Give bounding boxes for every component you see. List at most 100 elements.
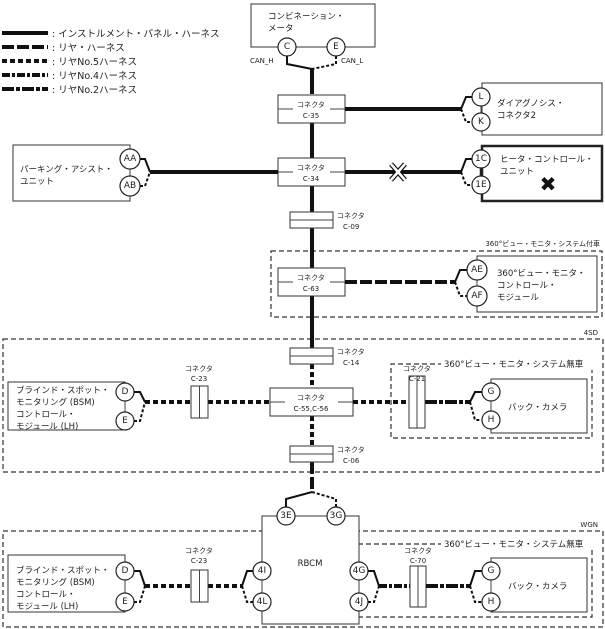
back-camera-4sd <box>490 378 588 434</box>
can-l-label: CAN_L <box>341 57 363 65</box>
meter-label-1: コンビネーション・ <box>268 12 344 22</box>
svg-text:コネクタ: コネクタ <box>185 364 213 373</box>
svg-text:コネクタ: コネクタ <box>185 546 213 555</box>
parking-pin-aa <box>119 148 141 170</box>
meter-pin-c <box>277 37 297 57</box>
svg-text:C-23: C-23 <box>191 557 207 565</box>
meter-label-2: メータ <box>268 24 294 34</box>
parking-assist-unit <box>12 144 131 202</box>
diag-label-2: コネクタ2 <box>497 111 536 121</box>
svg-text:C-21: C-21 <box>409 375 425 383</box>
connector-c09: コネクタ C-09 <box>289 211 365 231</box>
avm-label-2: コントロール・ <box>497 281 557 291</box>
svg-text:4J: 4J <box>355 597 363 607</box>
bsm-wgn-label-2: モニタリング (BSM) <box>16 577 95 588</box>
frame-label-avm-none-wgn: 360°ビュー・モニタ・システム無車 <box>444 539 584 550</box>
legend: : インストルメント・パネル・ハーネス : リヤ・ハーネス : リヤNo.5ハー… <box>2 29 220 96</box>
svg-text:C-55,C-56: C-55,C-56 <box>294 405 329 413</box>
frame-label-avm-equipped: 360°ビュー・モニタ・システム付車 <box>485 239 600 248</box>
bsm-4sd-label-2: モニタリング (BSM) <box>16 397 95 408</box>
not-applicable-mark-icon: ✖ <box>540 172 557 196</box>
frame-label-avm-none-4sd: 360°ビュー・モニタ・システム無車 <box>444 359 584 370</box>
diag-pin-k <box>471 112 491 132</box>
frame-label-4sd: 4SD <box>584 329 598 337</box>
svg-text:C-34: C-34 <box>303 175 320 183</box>
connector-c63: コネクタ C-63 <box>277 267 346 297</box>
connector-c23-wgn: コネクタ C-23 <box>185 546 213 603</box>
svg-text:コネクタ: コネクタ <box>297 100 325 109</box>
frame-4sd <box>2 338 604 473</box>
rbcm-label: RBCM <box>298 559 323 569</box>
frame-label-wgn: WGN <box>580 521 598 529</box>
connector-c35: コネクタ C-35 <box>277 94 346 124</box>
svg-text:1E: 1E <box>475 180 487 190</box>
svg-text:G: G <box>488 566 495 576</box>
parking-label-2: ユニット <box>20 177 54 187</box>
meter-pin-e <box>326 37 346 57</box>
connector-c55-c56: コネクタ C-55,C-56 <box>269 387 354 417</box>
legend-label-rear-no4: : リヤNo.4ハーネス <box>52 71 137 82</box>
heater-label-1: ヒータ・コントロール・ <box>500 155 594 165</box>
svg-text:K: K <box>478 117 485 127</box>
svg-text:4I: 4I <box>258 566 266 576</box>
legend-label-rear-no2: : リヤNo.2ハーネス <box>52 85 137 96</box>
svg-text:L: L <box>478 92 483 102</box>
avm-pin-af <box>466 285 488 307</box>
svg-text:E: E <box>333 42 339 52</box>
svg-text:コネクタ: コネクタ <box>337 347 365 356</box>
svg-text:AA: AA <box>124 154 137 164</box>
svg-text:コネクタ: コネクタ <box>337 445 365 454</box>
wire-can-l-meter <box>311 56 337 70</box>
connector-c14: コネクタ C-14 <box>289 347 365 367</box>
svg-text:D: D <box>122 566 129 576</box>
rbcm <box>261 515 360 625</box>
svg-text:3G: 3G <box>330 511 343 521</box>
parking-label-1: パーキング・アシスト・ <box>20 164 113 175</box>
combination-meter <box>250 3 376 48</box>
bsm-module-lh-wgn <box>7 554 126 613</box>
svg-text:C-06: C-06 <box>343 457 360 465</box>
svg-text:C-09: C-09 <box>343 223 359 231</box>
disconnected-cross-icon <box>389 162 407 182</box>
camera-4sd-label: バック・カメラ <box>508 403 567 413</box>
svg-text:4G: 4G <box>353 566 366 576</box>
avm-label-3: モジュール <box>497 293 539 303</box>
svg-text:H: H <box>488 415 495 425</box>
bsm-4sd-label-1: ブラインド・スポット・ <box>16 385 110 396</box>
camera-wgn-pin-h <box>481 592 501 612</box>
svg-text:1C: 1C <box>475 154 487 164</box>
bsm-module-lh-4sd <box>7 381 126 431</box>
camera-4sd-pin-g <box>481 382 501 402</box>
svg-text:コネクタ: コネクタ <box>297 393 325 402</box>
legend-label-ip-harness: : インストルメント・パネル・ハーネス <box>52 29 220 40</box>
diagnosis-connector-2 <box>481 82 603 136</box>
bsm-4sd-label-4: モジュール (LH) <box>16 422 78 432</box>
svg-text:3E: 3E <box>280 511 292 521</box>
avm-control-module <box>476 255 598 313</box>
svg-text:E: E <box>122 597 128 607</box>
svg-text:AE: AE <box>471 265 483 275</box>
camera-4sd-pin-h <box>481 410 501 430</box>
can-h-label: CAN_H <box>250 57 274 65</box>
back-camera-wgn <box>490 557 588 613</box>
svg-text:4L: 4L <box>257 597 268 607</box>
bsm-4sd-pin-e <box>115 411 135 431</box>
connector-c23-4sd: コネクタ C-23 <box>185 364 213 419</box>
svg-text:C: C <box>284 42 290 52</box>
parking-pin-ab <box>119 175 141 197</box>
svg-text:AB: AB <box>124 181 136 191</box>
svg-text:D: D <box>122 387 129 397</box>
heater-control-unit <box>480 144 604 203</box>
bsm-wgn-pin-d <box>115 561 135 581</box>
heater-label-2: ユニット <box>500 167 534 177</box>
connector-c70: コネクタ C-70 <box>404 546 432 608</box>
bsm-wgn-label-1: ブラインド・スポット・ <box>16 565 110 576</box>
heater-pin-1c <box>471 149 491 169</box>
bsm-wgn-label-3: コントロール・ <box>16 590 76 600</box>
connector-c06: コネクタ C-06 <box>289 445 365 465</box>
rbcm-pin-3e <box>276 506 296 526</box>
camera-wgn-label: バック・カメラ <box>508 582 567 592</box>
connector-c34: コネクタ C-34 <box>277 157 346 187</box>
svg-text:E: E <box>122 416 128 426</box>
